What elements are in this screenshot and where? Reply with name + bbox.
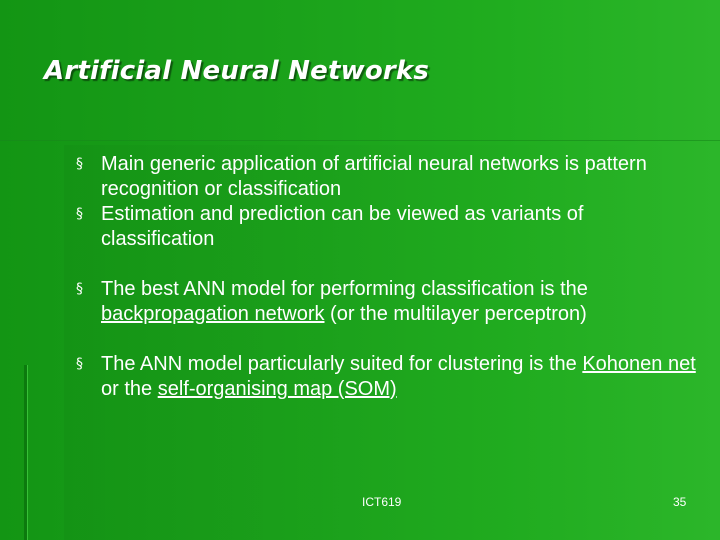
background-shade	[64, 145, 720, 540]
bullet-text-middle: or the	[101, 378, 158, 400]
bullet-group-1: § Main generic application of artificial…	[76, 152, 696, 252]
bullet-text-prefix: The best ANN model for performing classi…	[101, 278, 588, 300]
bullet-marker-icon: §	[76, 281, 83, 297]
bullet-item: § Estimation and prediction can be viewe…	[76, 202, 696, 252]
backpropagation-network-link[interactable]: backpropagation network	[101, 303, 325, 325]
bullet-item: § Main generic application of artificial…	[76, 152, 696, 202]
bullet-group-3: § The ANN model particularly suited for …	[76, 352, 696, 402]
decorative-horizontal-line	[0, 140, 720, 141]
som-link[interactable]: self-organising map (SOM)	[157, 378, 397, 400]
bullet-text-prefix: The ANN model particularly suited for cl…	[101, 353, 583, 375]
bullet-text: Main generic application of artificial n…	[101, 153, 647, 200]
slide-body: § Main generic application of artificial…	[76, 152, 696, 402]
bullet-item: § The ANN model particularly suited for …	[76, 352, 696, 402]
footer-course-code: ICT619	[362, 495, 402, 509]
slide-title: Artificial Neural Networks	[44, 56, 430, 86]
bullet-text-suffix: (or the multilayer perceptron)	[324, 303, 587, 325]
kohonen-net-link[interactable]: Kohonen net	[582, 353, 696, 375]
footer-page-number: 35	[673, 495, 687, 509]
bullet-marker-icon: §	[76, 206, 83, 222]
decorative-vertical-line	[24, 365, 27, 540]
bullet-item: § The best ANN model for performing clas…	[76, 277, 696, 327]
bullet-group-2: § The best ANN model for performing clas…	[76, 277, 696, 327]
bullet-marker-icon: §	[76, 156, 83, 172]
bullet-text: Estimation and prediction can be viewed …	[101, 203, 584, 250]
bullet-marker-icon: §	[76, 356, 83, 372]
